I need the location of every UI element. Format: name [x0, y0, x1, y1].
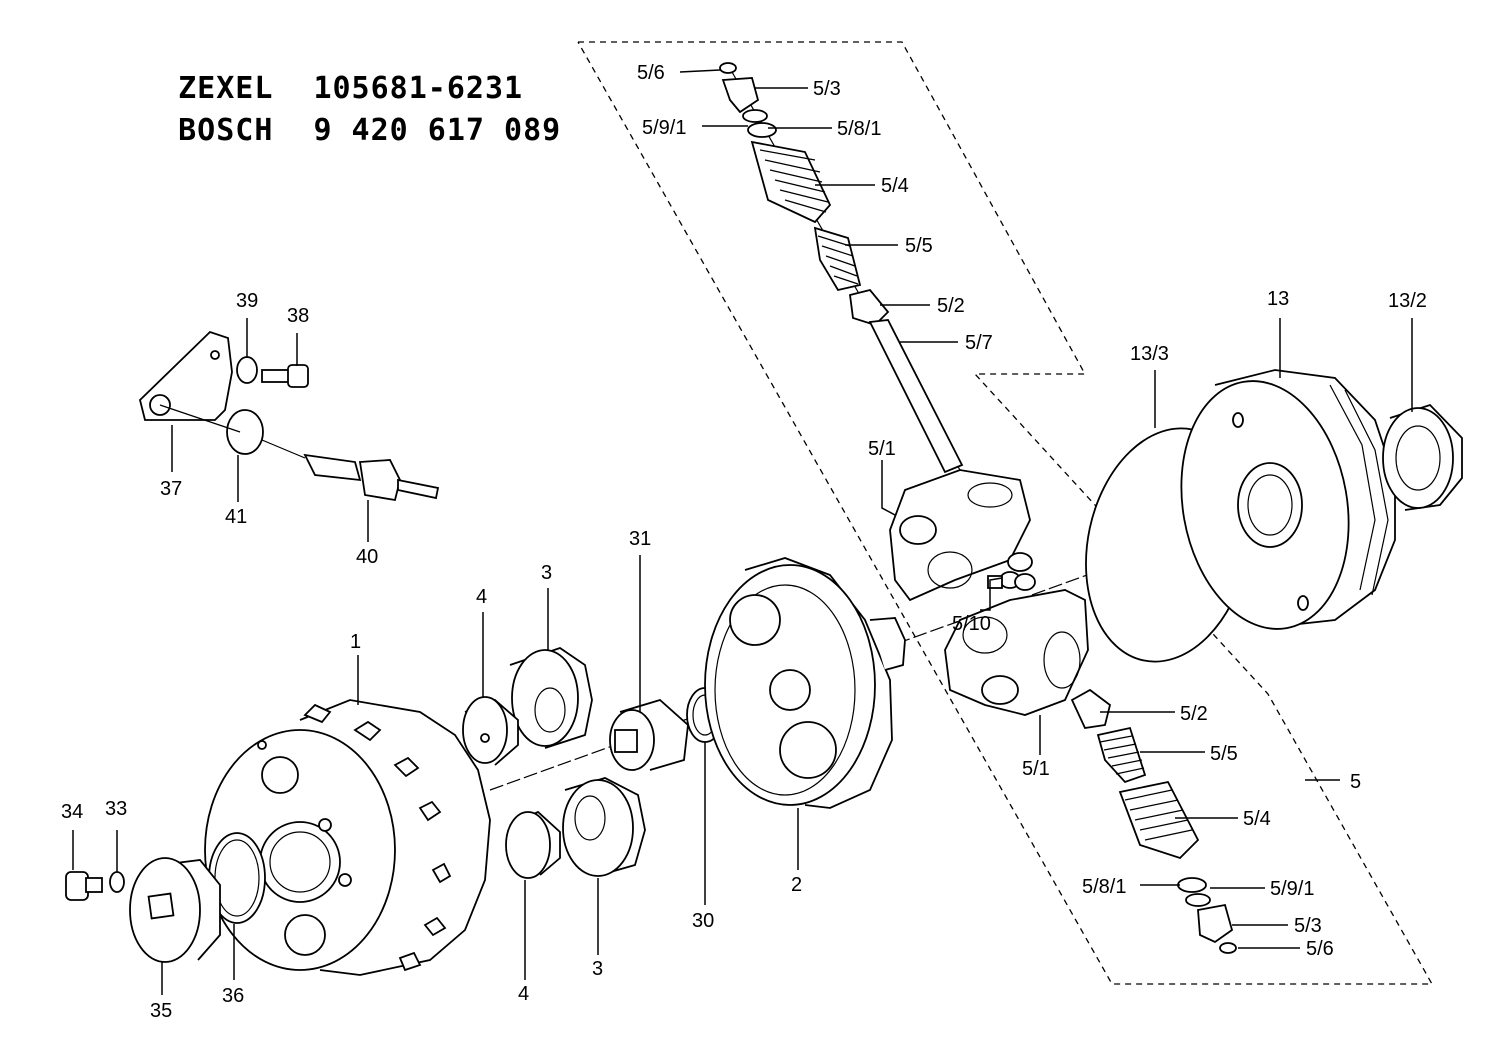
label-2: 2	[791, 874, 802, 896]
label-41: 41	[225, 506, 247, 528]
label-5-4-bottom: 5/4	[1243, 808, 1271, 830]
label-40: 40	[356, 546, 378, 568]
label-5-6-top: 5/6	[637, 62, 665, 84]
zexel-part-number: 105681-6231	[313, 71, 524, 106]
plug-35	[129, 857, 221, 963]
brand-bosch: BOSCH	[178, 113, 274, 148]
label-5-9-1-bottom: 5/9/1	[1270, 878, 1314, 900]
connector-40	[159, 404, 440, 502]
label-13: 13	[1267, 288, 1289, 310]
flange-37	[139, 330, 233, 421]
label-5-1-top: 5/1	[868, 438, 896, 460]
ring-41	[226, 409, 264, 455]
cam-ring-2	[704, 557, 906, 809]
label-5-2-bottom: 5/2	[1180, 703, 1208, 725]
sleeve-31	[609, 698, 689, 771]
label-5-8-1-bottom: 5/8/1	[1082, 876, 1126, 898]
label-5-5-top: 5/5	[905, 235, 933, 257]
label-39: 39	[236, 290, 258, 312]
label-5-7: 5/7	[965, 332, 993, 354]
washer-39	[236, 356, 258, 384]
group-5-frame	[577, 41, 1434, 985]
label-36: 36	[222, 985, 244, 1007]
leader-lines	[72, 69, 1413, 995]
valve-stack-upper	[719, 62, 964, 474]
seal-13-2	[1382, 403, 1463, 511]
label-5-4-top: 5/4	[881, 175, 909, 197]
rotor-lower-5-1	[944, 589, 1089, 716]
part-labels: 5/6 5/3 5/9/1 5/8/1 5/4 5/5 5/2 5/7 5/1 …	[61, 62, 1427, 1022]
header-line-zexel: ZEXEL 105681-6231	[140, 36, 523, 106]
label-5-3-bottom: 5/3	[1294, 915, 1322, 937]
label-5-8-1-top: 5/8/1	[837, 118, 881, 140]
label-30: 30	[692, 910, 714, 932]
washer-33	[109, 871, 125, 893]
label-5: 5	[1350, 771, 1361, 793]
label-5-6-bottom: 5/6	[1306, 938, 1334, 960]
piston-pair-upper	[462, 647, 593, 766]
label-35: 35	[150, 1000, 172, 1022]
label-5-3-top: 5/3	[813, 78, 841, 100]
label-4-top: 4	[476, 586, 487, 608]
label-13-3: 13/3	[1130, 343, 1169, 365]
screw-34	[65, 871, 103, 901]
valve-stack-lower	[1070, 688, 1237, 954]
label-13-2: 13/2	[1388, 290, 1427, 312]
bosch-part-number: 9 420 617 089	[313, 113, 562, 148]
label-3-top: 3	[541, 562, 552, 584]
label-5-5-bottom: 5/5	[1210, 743, 1238, 765]
label-1: 1	[350, 631, 361, 653]
header-line-bosch: BOSCH 9 420 617 089	[140, 78, 561, 148]
label-5-10: 5/10	[952, 613, 991, 635]
label-3-bottom: 3	[592, 958, 603, 980]
label-37: 37	[160, 478, 182, 500]
label-33: 33	[105, 798, 127, 820]
brand-zexel: ZEXEL	[178, 71, 274, 106]
label-5-2-top: 5/2	[937, 295, 965, 317]
label-5-1-bottom: 5/1	[1022, 758, 1050, 780]
cover-13	[1180, 369, 1396, 630]
rotor-upper-5-1	[889, 469, 1031, 602]
label-4-bottom: 4	[518, 983, 529, 1005]
label-31: 31	[629, 528, 651, 550]
label-34: 34	[61, 801, 83, 823]
label-38: 38	[287, 305, 309, 327]
bolt-38	[261, 364, 309, 388]
label-5-9-1-top: 5/9/1	[642, 117, 686, 139]
piston-pair-lower	[505, 777, 646, 879]
